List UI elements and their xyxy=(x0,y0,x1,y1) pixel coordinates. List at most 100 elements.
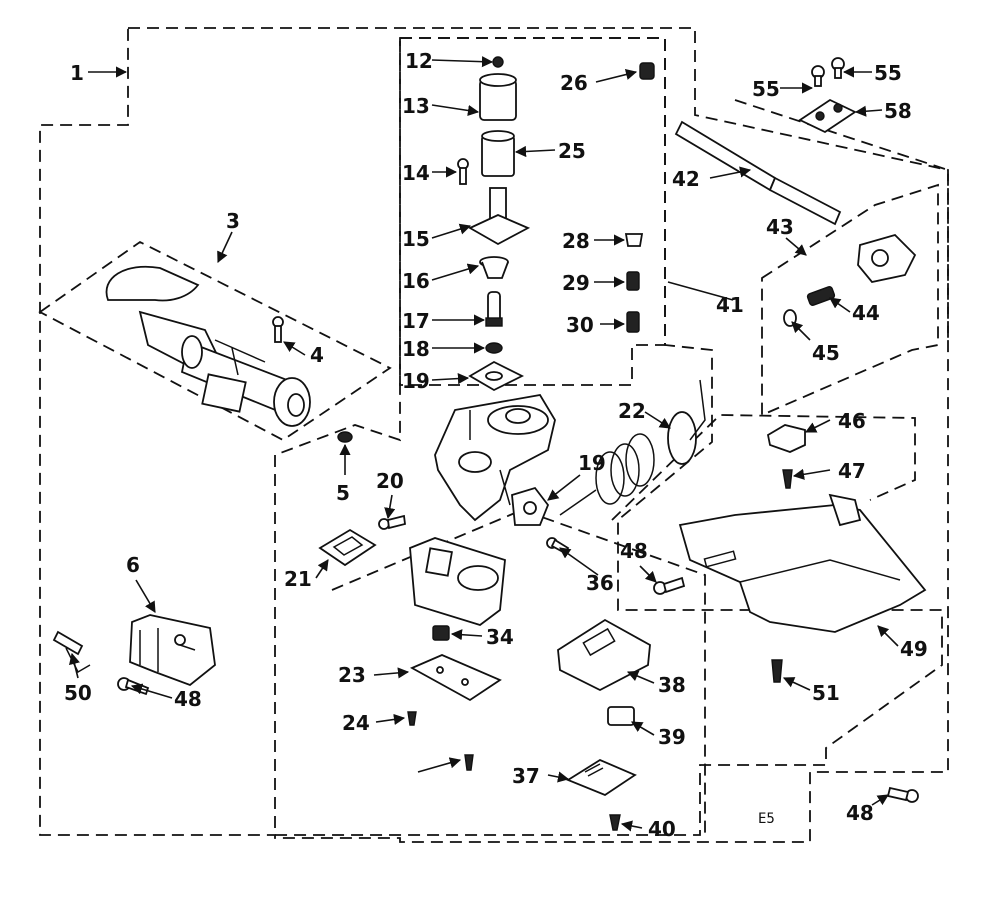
filter-34 xyxy=(432,625,450,641)
callout-26: 26 xyxy=(560,71,588,95)
callout-labels: 1 3 4 5 6 12 13 14 15 16 17 18 19 19 20 … xyxy=(64,49,928,841)
screw-47 xyxy=(782,469,793,489)
main-assembly-boundary xyxy=(39,27,949,843)
plunger-tube-15 xyxy=(468,187,531,246)
screw-14-top xyxy=(457,158,469,185)
callout-49: 49 xyxy=(900,637,928,661)
callout-24: 24 xyxy=(342,711,370,735)
screw-14-lower xyxy=(464,754,474,771)
callout-51: 51 xyxy=(812,681,840,705)
drawing-code: E5 xyxy=(758,811,775,827)
nut-12 xyxy=(492,56,504,68)
callout-42: 42 xyxy=(672,167,700,191)
screw-24 xyxy=(407,711,417,726)
fitting-29 xyxy=(626,271,640,291)
knob-39 xyxy=(607,706,635,726)
callout-13: 13 xyxy=(402,94,430,118)
thermocouple-22 xyxy=(559,379,706,516)
callout-38: 38 xyxy=(658,673,686,697)
solenoid-sub-boundary xyxy=(399,37,666,386)
callout-55-right: 55 xyxy=(874,61,902,85)
bracket-58 xyxy=(798,98,857,134)
callout-30: 30 xyxy=(566,313,594,337)
callout-46: 46 xyxy=(838,409,866,433)
o-ring-18 xyxy=(485,342,503,354)
screw-50 xyxy=(52,630,91,674)
callout-14-top: 14 xyxy=(402,161,430,185)
callout-50: 50 xyxy=(64,681,92,705)
callout-36: 36 xyxy=(586,571,614,595)
valve-group-boundary xyxy=(274,37,943,836)
callout-48-bottom: 48 xyxy=(846,801,874,825)
fitting-group-boundary xyxy=(761,183,939,417)
callout-58: 58 xyxy=(884,99,912,123)
regulator-block xyxy=(409,537,506,626)
screw-48-bottom xyxy=(886,786,919,803)
callout-40: 40 xyxy=(648,817,676,841)
callout-41: 41 xyxy=(716,293,744,317)
pilot-connector-19 xyxy=(511,486,550,526)
callout-17: 17 xyxy=(402,309,430,333)
callout-29: 29 xyxy=(562,271,590,295)
callout-3: 3 xyxy=(226,209,240,233)
screw-55-right xyxy=(831,57,845,79)
screw-48-mid xyxy=(653,576,686,595)
callout-28: 28 xyxy=(562,229,590,253)
callout-1: 1 xyxy=(70,61,84,85)
screw-55-left xyxy=(811,65,825,87)
fitting-43 xyxy=(857,233,917,283)
callout-18: 18 xyxy=(402,337,430,361)
spring-16 xyxy=(479,256,509,279)
callout-55-left: 55 xyxy=(752,77,780,101)
callout-4: 4 xyxy=(310,343,324,367)
leader-lines xyxy=(69,56,899,832)
fitting-28 xyxy=(624,233,644,247)
callout-6: 6 xyxy=(126,553,140,577)
callout-25: 25 xyxy=(558,139,586,163)
callout-21: 21 xyxy=(284,567,312,591)
callout-22: 22 xyxy=(618,399,646,423)
screw-20 xyxy=(378,514,406,530)
pilot-tube-42 xyxy=(674,120,842,226)
cap-26 xyxy=(639,62,655,80)
callout-19-top: 19 xyxy=(402,369,430,393)
fitting-44 xyxy=(806,286,836,306)
callout-5: 5 xyxy=(336,481,350,505)
cover-plate-23 xyxy=(409,654,502,702)
callout-16: 16 xyxy=(402,269,430,293)
callout-48-mid: 48 xyxy=(620,539,648,563)
switch-housing-38 xyxy=(557,618,651,692)
callout-15: 15 xyxy=(402,227,430,251)
plate-37 xyxy=(566,758,637,797)
callout-43: 43 xyxy=(766,215,794,239)
coil-25 xyxy=(481,130,515,177)
callout-48-left: 48 xyxy=(174,687,202,711)
clip-46 xyxy=(766,424,806,453)
gasket-19-top xyxy=(468,360,525,392)
plunger-17 xyxy=(485,291,503,327)
callout-19-lower: 19 xyxy=(578,451,606,475)
callout-44: 44 xyxy=(852,301,880,325)
bracket-group-boundary xyxy=(611,414,916,521)
nut-5 xyxy=(337,431,353,443)
callout-45: 45 xyxy=(812,341,840,365)
screw-40 xyxy=(609,814,621,831)
mounting-bracket-49 xyxy=(678,493,927,633)
bracket-6 xyxy=(129,614,216,687)
callout-47: 47 xyxy=(838,459,866,483)
fitting-30 xyxy=(626,311,640,333)
callout-12: 12 xyxy=(405,49,433,73)
callout-37: 37 xyxy=(512,764,540,788)
callout-34: 34 xyxy=(486,625,514,649)
screw-51 xyxy=(771,659,783,683)
coil-cover-13 xyxy=(479,73,517,121)
gasket-21 xyxy=(318,528,377,567)
callout-23: 23 xyxy=(338,663,366,687)
burner-assembly xyxy=(105,265,311,427)
screw-4 xyxy=(272,316,284,343)
burner-group-boundary xyxy=(38,240,392,442)
gas-valve-body xyxy=(434,394,556,522)
callout-39: 39 xyxy=(658,725,686,749)
callout-20: 20 xyxy=(376,469,404,493)
